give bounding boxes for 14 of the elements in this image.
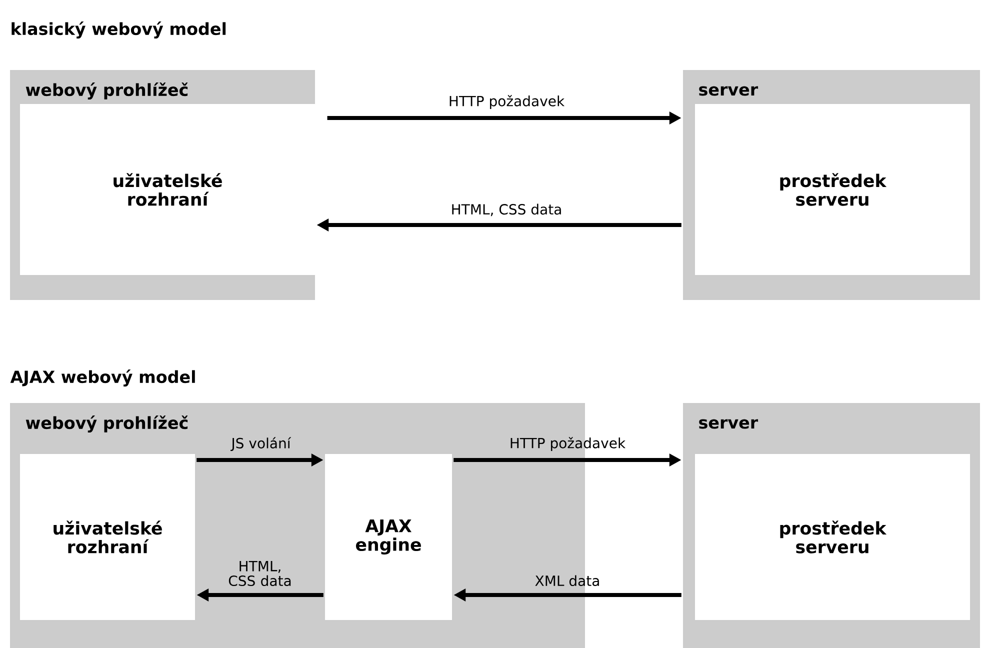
component-box: prostředek serveru — [695, 104, 970, 275]
edge-label: HTML, CSS data — [228, 561, 291, 586]
edge-label: HTTP požadavek — [510, 436, 626, 452]
component-box: uživatelské rozhraní — [20, 104, 315, 275]
edge-label: JS volání — [230, 437, 292, 452]
edge-label: XML data — [535, 575, 599, 586]
node-label: uživatelské rozhraní — [114, 173, 222, 206]
component-box: AJAX engine — [325, 454, 452, 620]
section-heading: klasický webový model — [12, 22, 226, 38]
component-box: uživatelské rozhraní — [20, 454, 195, 620]
component-box: prostředek serveru — [695, 454, 970, 620]
edge-label: HTTP požadavek — [450, 94, 565, 110]
section-heading: AJAX webový model — [10, 370, 195, 386]
edge-label: HTML, CSS data — [452, 204, 561, 216]
